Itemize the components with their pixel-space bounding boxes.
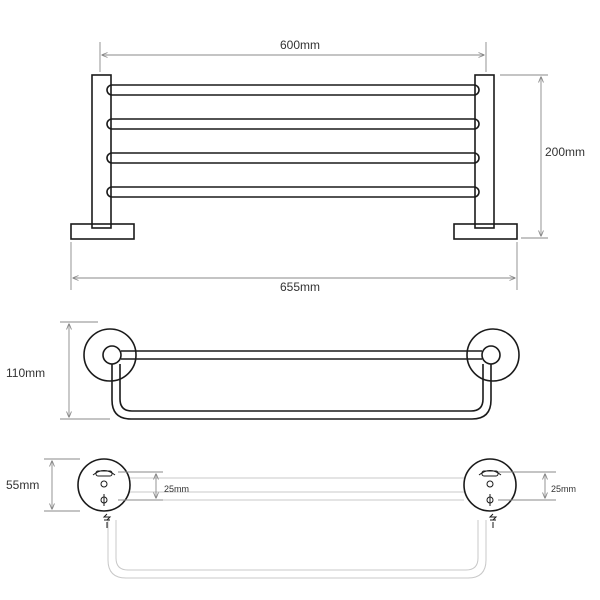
right-base-plate: [453, 223, 518, 240]
front-dimensions: [70, 42, 548, 290]
u-bar-outer: [111, 364, 492, 420]
right-slot-bar: [481, 470, 499, 477]
u-bar-inner: [119, 364, 484, 412]
rail-4: [106, 186, 480, 198]
label-25mm-right: 25mm: [551, 484, 576, 494]
left-knob: [102, 345, 122, 365]
rail-1: [106, 84, 480, 96]
rail-2: [106, 118, 480, 130]
right-post: [474, 74, 495, 229]
label-200mm: 200mm: [545, 145, 585, 159]
label-55mm: 55mm: [6, 478, 39, 492]
label-25mm-left: 25mm: [164, 484, 189, 494]
label-600mm: 600mm: [280, 38, 320, 52]
right-knob: [481, 345, 501, 365]
top-view: [83, 328, 520, 420]
left-base-plate: [70, 223, 135, 240]
label-110mm: 110mm: [6, 366, 45, 380]
left-screw-top: [100, 480, 108, 488]
rails: [106, 84, 480, 198]
base-view: [77, 458, 517, 512]
right-screw-icon: [488, 513, 498, 528]
left-screw-icon: [102, 513, 112, 528]
label-655mm: 655mm: [280, 280, 320, 294]
right-base-circle: [466, 328, 520, 382]
front-view: [70, 74, 518, 240]
right-mount-circle: [463, 458, 517, 512]
left-mount-circle: [77, 458, 131, 512]
base-dimensions: [44, 458, 556, 512]
base-rail: [107, 477, 487, 579]
left-base-circle: [83, 328, 137, 382]
rail-3: [106, 152, 480, 164]
left-slot-bar: [95, 470, 113, 477]
top-dimensions: [60, 321, 110, 420]
left-post: [91, 74, 112, 229]
right-screw-top: [486, 480, 494, 488]
mount-details: [92, 470, 502, 506]
base-u-bar: [107, 520, 487, 579]
screw-symbols: [102, 513, 498, 528]
